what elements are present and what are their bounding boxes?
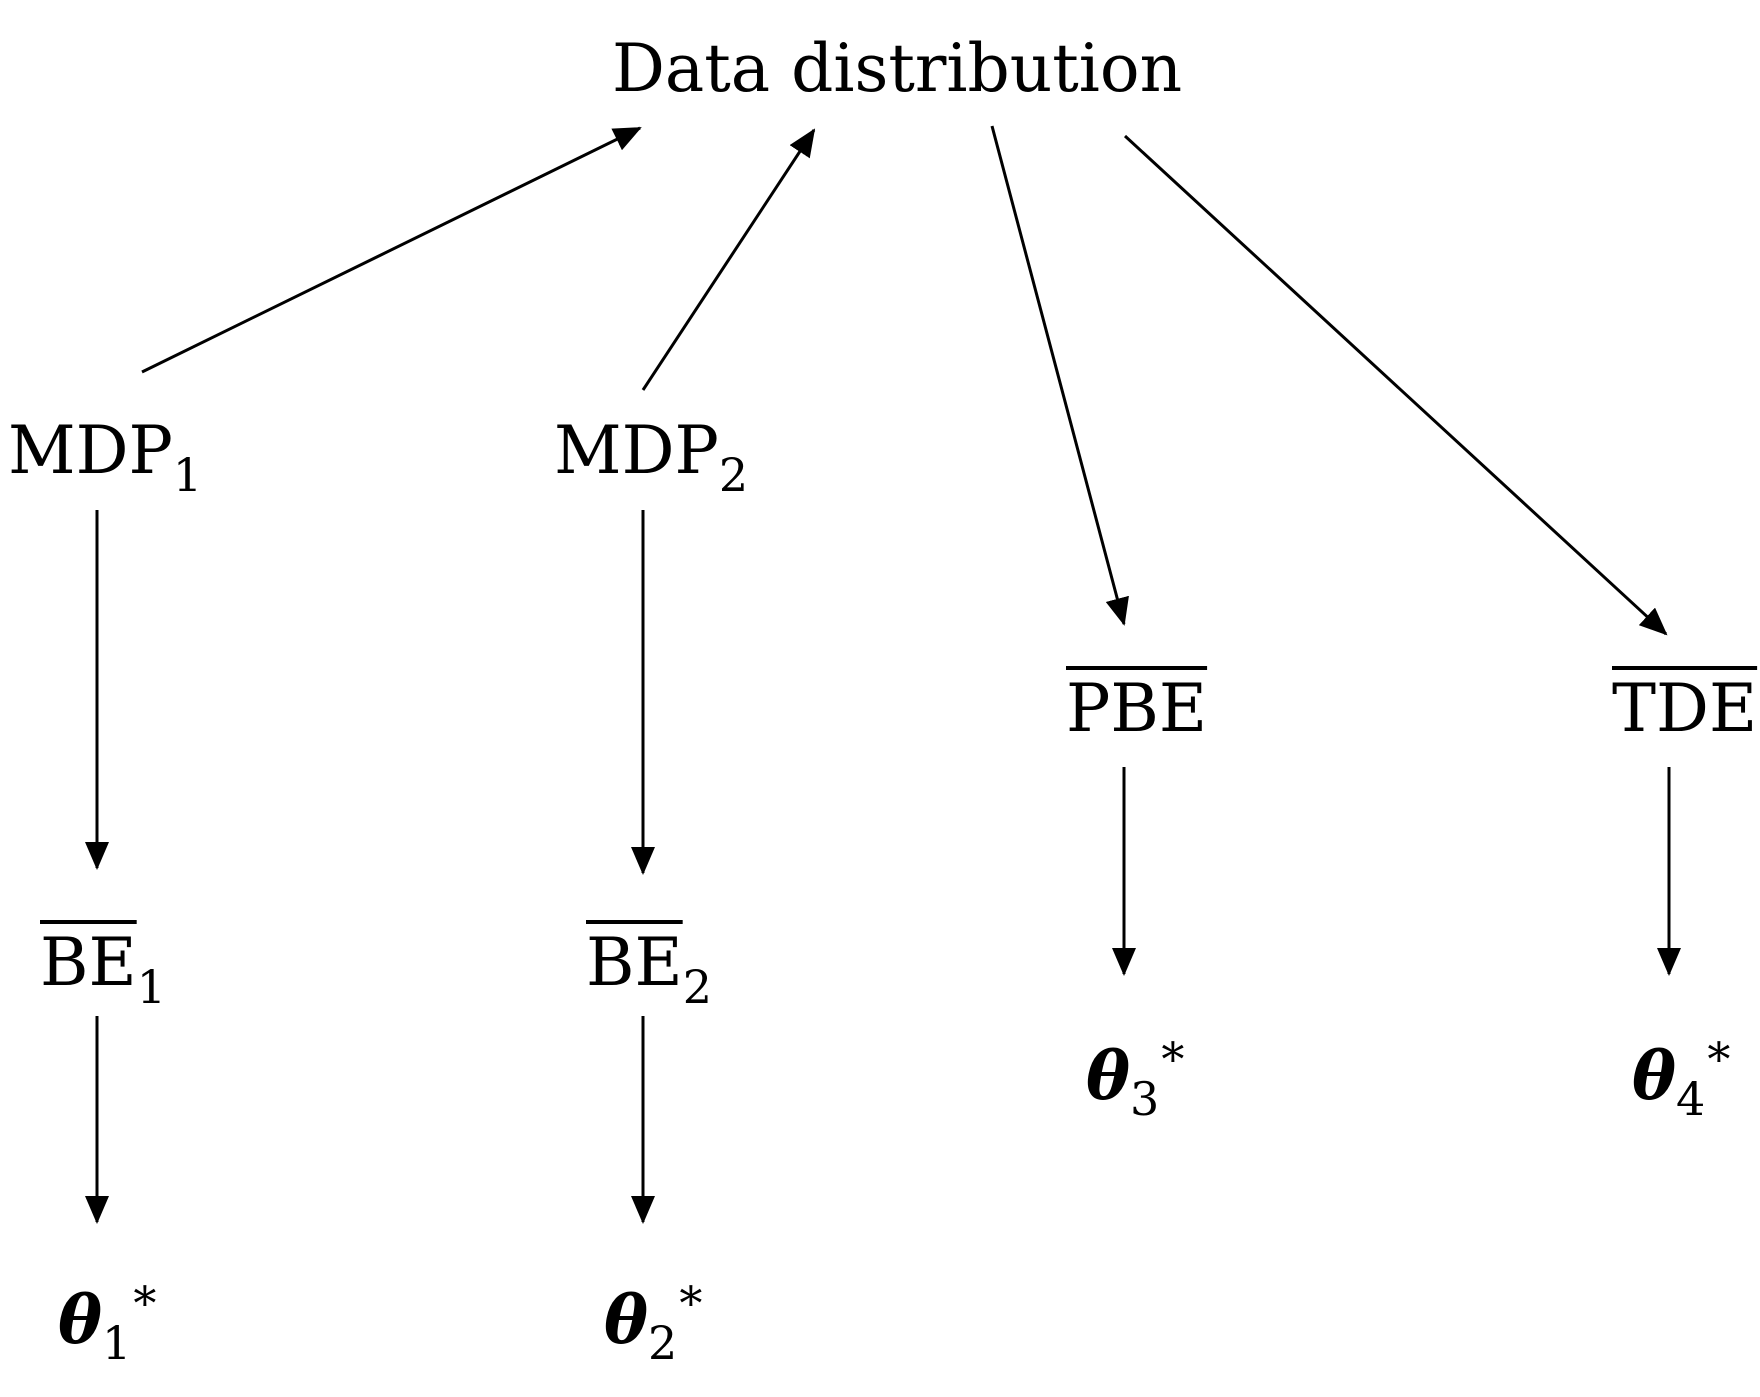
node-theta1: θ1*	[58, 1280, 156, 1366]
be1-label: BE	[40, 924, 137, 1001]
theta4-superscript: *	[1707, 1032, 1731, 1086]
tde-label: TDE	[1612, 670, 1758, 747]
mdp1-label: MDP	[8, 412, 173, 489]
theta1-subscript: 1	[102, 1316, 132, 1370]
node-pbe: PBE	[1066, 676, 1207, 742]
mdp2-subscript: 2	[718, 448, 749, 502]
be2-label: BE	[586, 924, 683, 1001]
node-theta3: θ3*	[1086, 1036, 1184, 1122]
node-be2: BE2	[586, 930, 712, 1011]
edge-data-distribution-to-pbe	[990, 125, 1129, 626]
node-tde: TDE	[1612, 676, 1757, 742]
node-theta4: θ4*	[1632, 1036, 1730, 1122]
edge-data-distribution-to-tde	[1123, 134, 1668, 636]
be1-subscript: 1	[136, 960, 166, 1014]
node-mdp2: MDP2	[554, 418, 748, 499]
theta1-superscript: *	[133, 1276, 157, 1330]
theta2-symbol: θ	[604, 1281, 649, 1359]
theta3-subscript: 3	[1130, 1072, 1160, 1126]
node-theta2: θ2*	[604, 1280, 702, 1366]
mdp1-subscript: 1	[172, 448, 203, 502]
node-data-distribution: Data distribution	[612, 36, 1182, 102]
be2-subscript: 2	[682, 960, 712, 1014]
data-distribution-label: Data distribution	[612, 30, 1183, 107]
theta4-symbol: θ	[1632, 1037, 1677, 1115]
theta3-superscript: *	[1161, 1032, 1185, 1086]
pbe-label: PBE	[1066, 670, 1208, 747]
theta3-symbol: θ	[1086, 1037, 1131, 1115]
node-mdp1: MDP1	[8, 418, 202, 499]
theta4-subscript: 4	[1676, 1072, 1706, 1126]
theta2-superscript: *	[679, 1276, 703, 1330]
mdp2-label: MDP	[554, 412, 719, 489]
theta1-symbol: θ	[58, 1281, 103, 1359]
edge-mdp2-to-data-distribution	[641, 128, 816, 391]
node-be1: BE1	[40, 930, 166, 1011]
theta2-subscript: 2	[648, 1316, 678, 1370]
edge-mdp1-to-data-distribution	[141, 126, 642, 374]
